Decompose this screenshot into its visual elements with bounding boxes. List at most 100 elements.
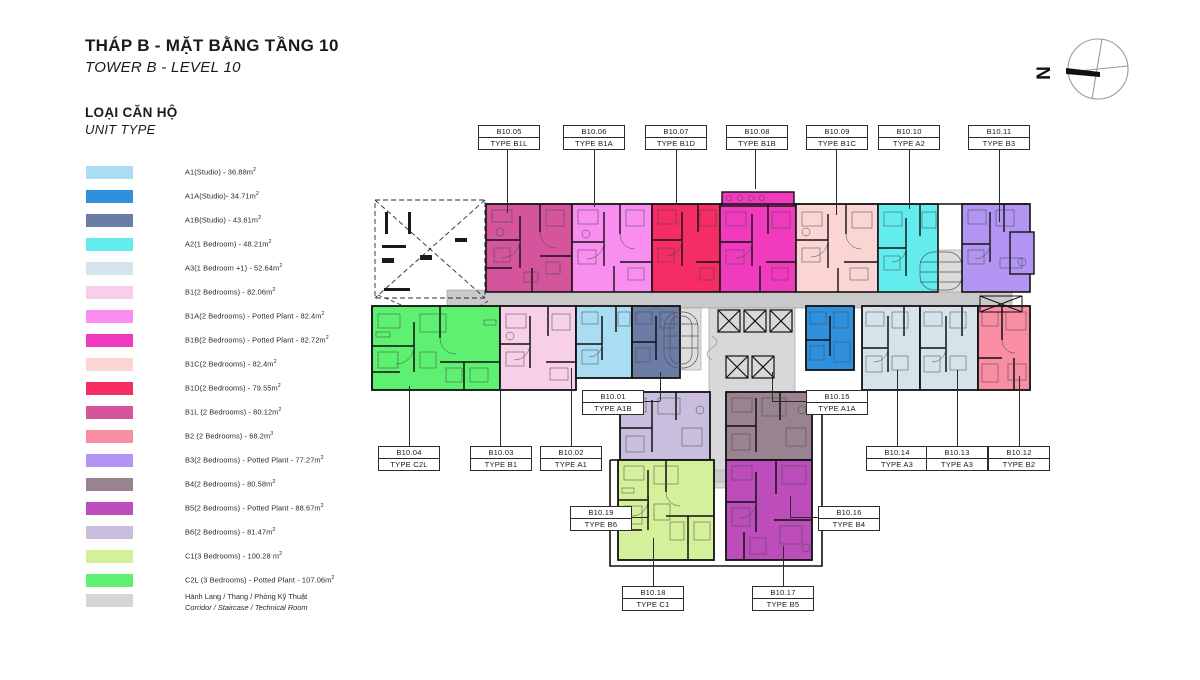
legend-row: B4(2 Bedrooms) - 80.58m2 [86,472,386,496]
callout-unit-type: TYPE A3 [940,460,974,469]
legend-row: B3(2 Bedrooms) - Potted Plant - 77.27m2 [86,448,386,472]
legend-corridor-vietnamese: Hành Lang / Thang / Phòng Kỹ Thuật [185,592,308,601]
callout-unit-id: B10.19 [571,507,631,519]
legend-row: B6(2 Bedrooms) - 81.47m2 [86,520,386,544]
legend-label: B1B(2 Bedrooms) - Potted Plant - 82.72m2 [185,335,329,345]
legend-label: B1(2 Bedrooms) - 82.06m2 [185,287,276,297]
legend-row: B1D(2 Bedrooms) - 79.55m2 [86,376,386,400]
callout-leader-line [772,372,773,401]
callout-unit-type: TYPE B2 [1002,460,1036,469]
legend-row: A2(1 Bedroom) - 48.21m2 [86,232,386,256]
callout-unit-type: TYPE B3 [982,139,1016,148]
callout-unit-type: TYPE C2L [390,460,428,469]
callout-unit-type: TYPE B1L [490,139,528,148]
legend-row: B1B(2 Bedrooms) - Potted Plant - 82.72m2 [86,328,386,352]
callout-leader-line [632,517,648,518]
callout-unit-type: TYPE A2 [892,139,926,148]
callout-unit-id: B10.07 [646,126,706,138]
unit-b1003 [499,305,577,391]
callout-unit-type: TYPE B1D [656,139,696,148]
callout-unit-id: B10.14 [867,447,927,459]
unit-b1004 [371,305,501,391]
legend-color-swatch [86,261,133,275]
legend-label: A3(1 Bedroom +1) - 52.64m2 [185,263,283,273]
unit-b1010 [877,203,939,293]
legend-row: B1A(2 Bedrooms) - Potted Plant - 82.4m2 [86,304,386,328]
callout-leader-line [500,378,501,446]
unit-b1015 [805,305,855,371]
legend-label: B3(2 Bedrooms) - Potted Plant - 77.27m2 [185,455,324,465]
callout-leader-line [653,538,654,586]
callout-unit-type: TYPE B6 [584,520,618,529]
legend-label: B4(2 Bedrooms) - 80.58m2 [185,479,276,489]
callout-leader-line [755,147,756,189]
callout-unit-type: TYPE B1A [575,139,613,148]
callout-leader-line [507,147,508,213]
legend-color-swatch [86,405,133,419]
callout-unit-id: B10.03 [471,447,531,459]
unit-b1001 [631,305,681,379]
legend-label: A1(Studio) - 36.88m2 [185,167,257,177]
legend-color-swatch [86,285,133,299]
legend-label: C2L (3 Bedrooms) - Potted Plant - 107.06… [185,575,335,585]
legend-heading: LOẠI CĂN HỘ UNIT TYPE [85,105,178,137]
callout-leader-line [836,147,837,215]
legend-color-swatch [86,549,133,563]
unit-b1018 [617,459,715,561]
legend-row: B1L (2 Bedrooms) - 80.12m2 [86,400,386,424]
callout-unit-id: B10.02 [541,447,601,459]
legend-color-swatch [86,594,133,607]
legend-color-swatch [86,237,133,251]
unit-b1008 [719,191,797,293]
legend-row: B5(2 Bedrooms) - Potted Plant - 88.67m2 [86,496,386,520]
legend-label: B1C(2 Bedrooms) - 82.4m2 [185,359,277,369]
legend-label: B1D(2 Bedrooms) - 79.55m2 [185,383,281,393]
callout-unit-type: TYPE B1C [817,139,857,148]
callout-leader-line [772,401,806,402]
callout-leader-line [957,370,958,446]
callout-unit-type: TYPE A3 [880,460,914,469]
legend-label: B1L (2 Bedrooms) - 80.12m2 [185,407,282,417]
legend-color-swatch [86,213,133,227]
legend-color-swatch [86,357,133,371]
callout-unit-id: B10.08 [727,126,787,138]
callout-unit-type: TYPE A1B [594,404,632,413]
callout-unit-type: TYPE C1 [636,600,670,609]
legend-color-swatch [86,501,133,515]
legend-color-swatch [86,309,133,323]
legend-color-swatch [86,525,133,539]
page-title-english: TOWER B - LEVEL 10 [85,59,241,76]
legend-label: B6(2 Bedrooms) - 81.47m2 [185,527,276,537]
unit-b1014 [861,305,921,391]
callout-unit-id: B10.11 [969,126,1029,138]
title-block: THÁP B - MẶT BẰNG TẦNG 10 TOWER B - LEVE… [85,36,339,76]
callout-leader-line [999,147,1000,222]
compass-rose: N [1032,24,1142,114]
callout-unit-id: B10.12 [989,447,1049,459]
callout-leader-line [644,401,660,402]
callout-leader-line [1019,376,1020,446]
callout-leader-line [909,147,910,209]
callout-leader-line [409,386,410,446]
